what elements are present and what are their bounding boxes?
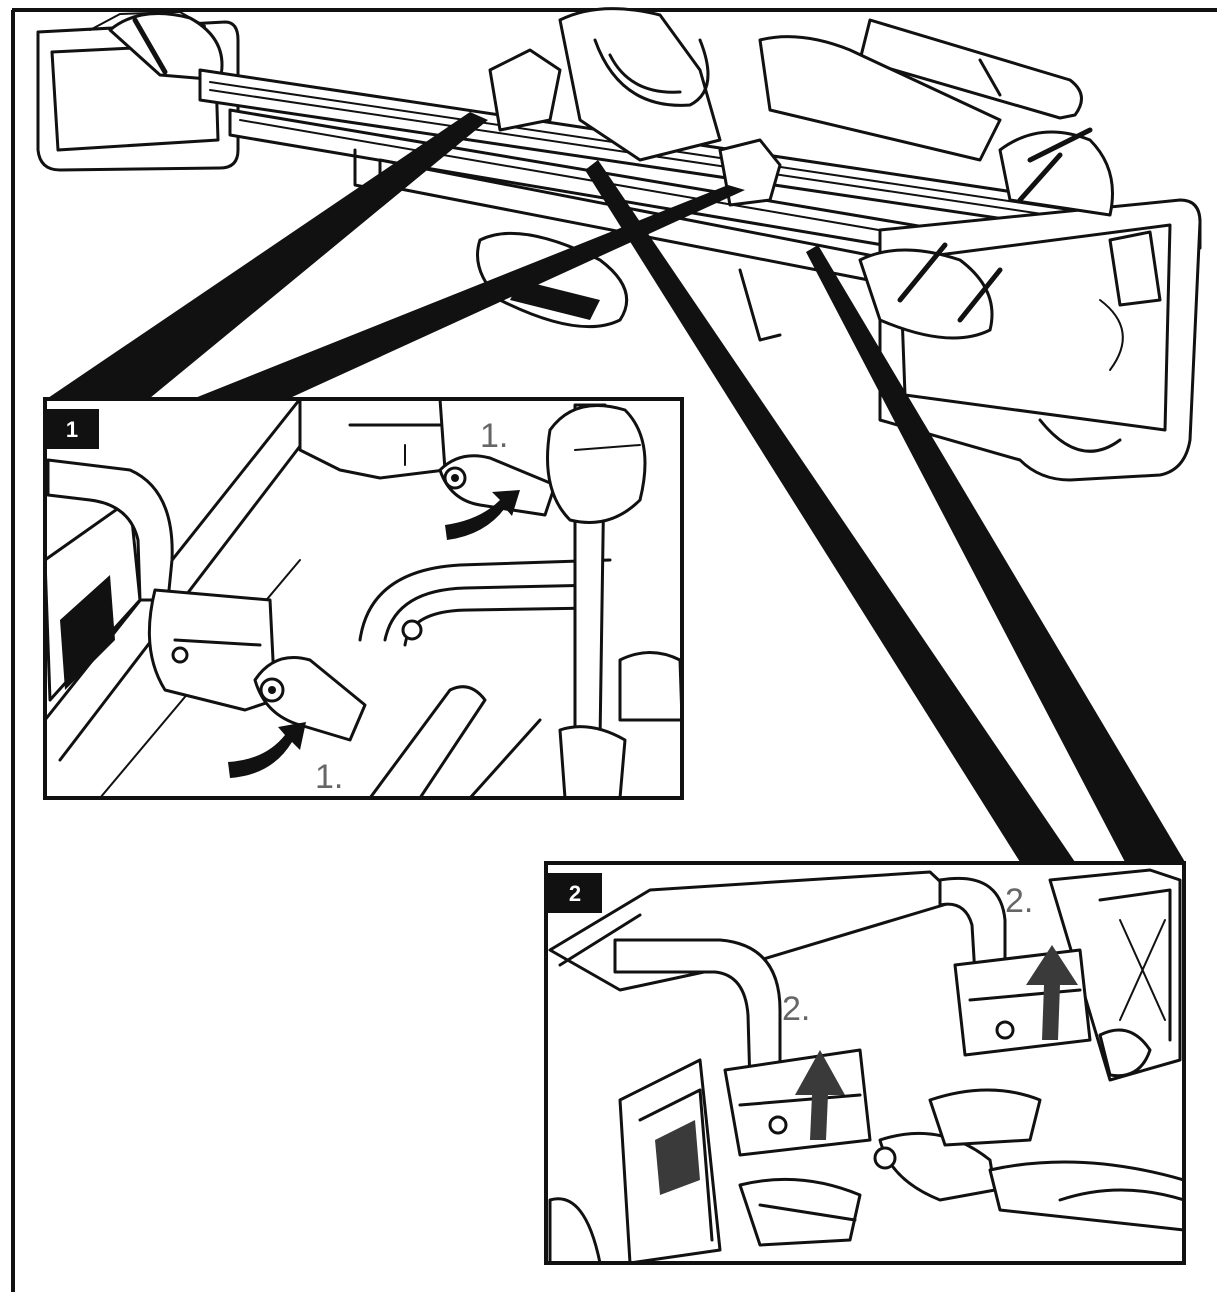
- up-arrow-icon: [795, 1050, 845, 1140]
- panel-2-step-label-top: 2.: [1005, 882, 1033, 920]
- detail-panel-2: 2 2. 2.: [544, 861, 1186, 1265]
- curved-rotate-arrow-icon: [228, 722, 306, 778]
- panel-2-badge-label: 2: [569, 881, 581, 906]
- panel-1-badge: [45, 409, 99, 449]
- panel-1-drawing: [45, 399, 682, 798]
- panel-1-step-label-bottom: 1.: [315, 758, 343, 796]
- panel-2-drawing: [548, 868, 1184, 1263]
- detail-panel-1: 1 1. 1.: [43, 397, 684, 800]
- panel-1-badge-label: 1: [66, 417, 78, 442]
- panel-2-badge: [548, 873, 602, 913]
- panel-1-step-label-top: 1.: [480, 417, 508, 455]
- bike-carrier-overview: [36, 7, 1202, 482]
- curved-rotate-arrow-icon: [445, 490, 520, 540]
- up-arrow-icon: [1026, 945, 1078, 1040]
- panel-2-step-label-middle: 2.: [782, 990, 810, 1028]
- callout-wedges: [48, 112, 1185, 862]
